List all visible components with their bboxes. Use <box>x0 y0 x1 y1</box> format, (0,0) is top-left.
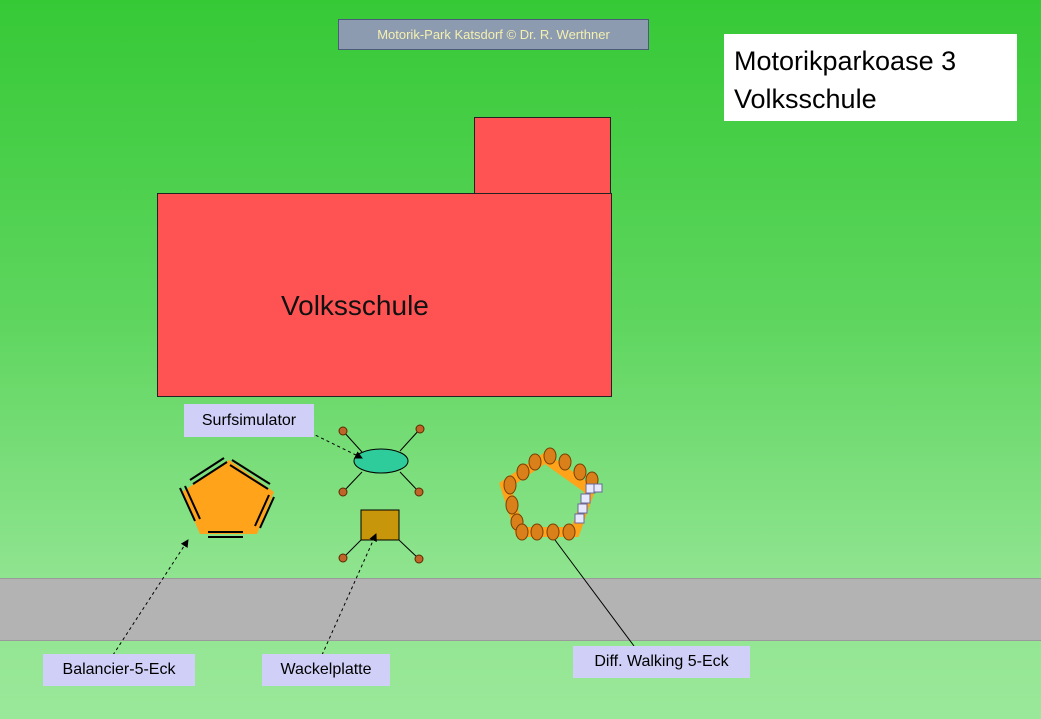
surfsimulator-device <box>338 424 425 497</box>
title-line-1: Motorikparkoase 3 <box>734 46 957 76</box>
copyright-banner: Motorik-Park Katsdorf © Dr. R. Werthner <box>338 19 649 50</box>
title-line-2: Volksschule <box>734 84 877 114</box>
wackelplatte-device <box>338 509 424 564</box>
label-surfsimulator: Surfsimulator <box>184 404 314 437</box>
label-wackelplatte: Wackelplatte <box>262 654 390 686</box>
road <box>0 578 1041 641</box>
label-balancier-5-eck: Balancier-5-Eck <box>43 654 195 686</box>
building-label: Volksschule <box>281 290 429 321</box>
balancier-pentagon <box>179 457 275 538</box>
pointer-lines <box>112 429 635 656</box>
school-building <box>157 193 612 397</box>
label-diff-walking-5-eck: Diff. Walking 5-Eck <box>573 646 750 678</box>
diff-walking-pentagon <box>499 447 603 541</box>
title-box: Motorikparkoase 3 Volksschule <box>724 34 1017 121</box>
building-annex <box>474 117 611 194</box>
